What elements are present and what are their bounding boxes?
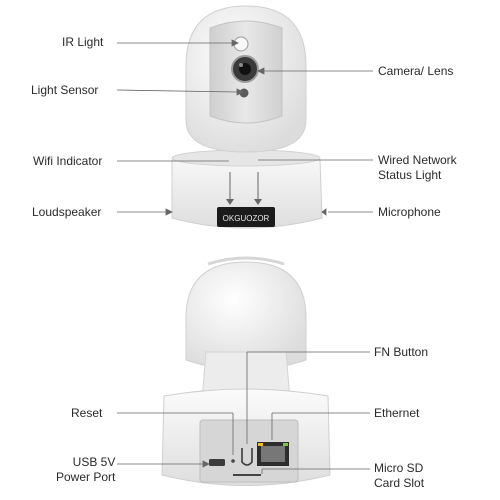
- label-ir-light: IR Light: [62, 35, 104, 49]
- label-camera-lens: Camera/ Lens: [378, 64, 454, 78]
- usb-port: [209, 459, 225, 466]
- light-sensor: [239, 88, 249, 98]
- leader-lines: [116, 39, 373, 474]
- label-micro-sd-card-slot: Micro SD Card Slot: [374, 461, 425, 490]
- brand-badge: [217, 207, 275, 227]
- label-ethernet: Ethernet: [374, 406, 420, 420]
- label-fn-button: FN Button: [374, 345, 429, 359]
- micro-sd-slot: [233, 474, 261, 476]
- brand-text: OKGUOZOR: [223, 214, 270, 223]
- label-microphone: Microphone: [378, 205, 441, 219]
- label-loudspeaker: Loudspeaker: [32, 205, 102, 219]
- label-usb-power-port: USB 5V Power Port: [56, 455, 116, 484]
- fn-button: [241, 448, 253, 466]
- label-wifi-indicator: Wifi Indicator: [33, 154, 103, 168]
- front-camera: OKGUOZOR: [171, 5, 323, 229]
- label-wired-network-status-light: Wired Network Status Light: [378, 153, 457, 182]
- label-light-sensor: Light Sensor: [31, 83, 99, 97]
- reset-button: [231, 459, 235, 463]
- back-camera: [161, 256, 331, 486]
- label-reset: Reset: [71, 406, 103, 420]
